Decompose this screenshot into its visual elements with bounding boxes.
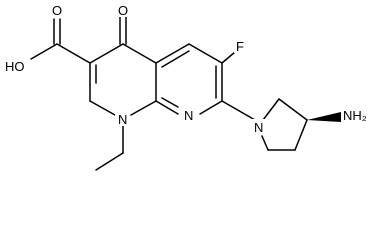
bond-cooh-oh xyxy=(30,43,58,60)
bond-n8-c8a-double xyxy=(161,97,179,108)
bond-c7-n8 xyxy=(199,100,223,115)
atom-amine: NH₂ xyxy=(343,108,367,123)
molecule-structure: HO O O F N N N NH₂ xyxy=(3,2,373,171)
bond-npyr-c2p xyxy=(262,98,280,121)
bond-c7-npyr xyxy=(221,100,256,121)
atom-hydroxyl: HO xyxy=(5,59,25,74)
bond-c4a-c5 xyxy=(155,43,190,64)
bond-c3-cooh xyxy=(56,43,91,64)
bond-c3-c4 xyxy=(89,43,124,64)
bond-c4a-c5-double xyxy=(161,50,190,68)
bond-c3p-c4p xyxy=(294,119,308,151)
bond-c5p-npyr xyxy=(261,135,269,151)
bond-c2p-c3p xyxy=(278,98,308,121)
bond-ch2-ch3 xyxy=(95,152,124,171)
bond-n8-c8a xyxy=(155,100,179,115)
bond-c6-f xyxy=(221,51,236,64)
atom-ketone-oxygen: O xyxy=(118,3,128,18)
atom-labels: HO O O F N N N NH₂ xyxy=(3,2,373,135)
stereo-wedge xyxy=(307,112,341,122)
atom-pyrrolidine-n: N xyxy=(254,120,263,135)
bonds xyxy=(30,16,308,171)
bond-c4-c4a xyxy=(122,43,157,64)
atom-carboxyl-oxygen: O xyxy=(52,3,62,18)
bond-c8a-n1 xyxy=(130,100,157,116)
atom-fluorine: F xyxy=(236,39,244,54)
atom-n8: N xyxy=(184,108,193,123)
bond-c5-c6 xyxy=(188,43,223,64)
atom-n1: N xyxy=(118,112,127,127)
bond-n1-c2 xyxy=(89,100,116,116)
